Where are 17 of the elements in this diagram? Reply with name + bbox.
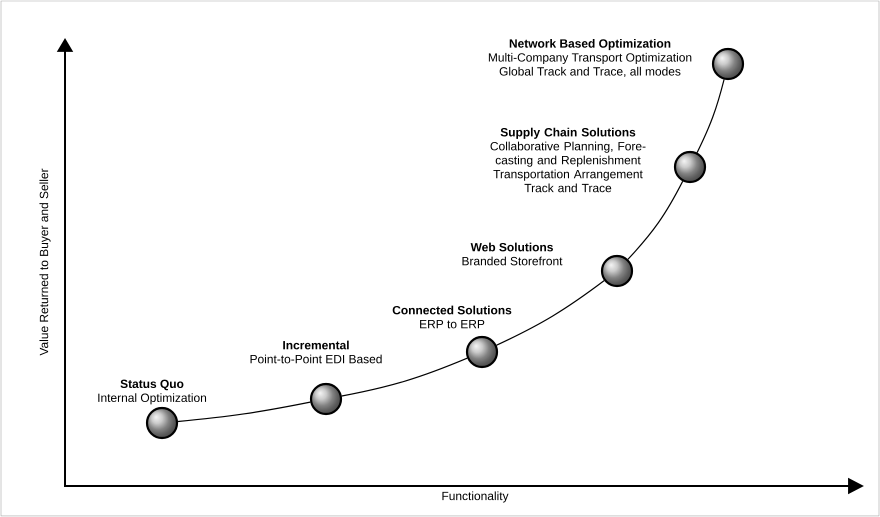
milestone-label: Connected Solutions ERP to ERP xyxy=(392,306,512,328)
node-label: Collaborative Planning, Fore-casting and Replenishment xyxy=(490,142,646,167)
growth-curve xyxy=(178,402,310,422)
milestone-label: Status Quo Internal Optimization xyxy=(98,380,206,404)
growth-curve xyxy=(696,79,725,153)
milestone-label: Incremental Point-to-Point EDI Based xyxy=(250,340,382,364)
node-label: Supply Chain Solutions xyxy=(500,128,636,139)
milestone-label: Web Solutions Branded Storefront xyxy=(462,242,562,266)
node-label: Transportation Arrangement xyxy=(493,170,643,181)
axis-label: Functionality xyxy=(442,491,509,503)
axis-label: Value Returned to Buyer and Seller xyxy=(39,168,51,356)
growth-curve xyxy=(628,181,684,260)
milestone-label: Supply Chain Solutions Collaborative Planning, Fore-casting and Replenishment Transportation Arrangement Track and Trace xyxy=(490,128,646,192)
growth-curve xyxy=(496,280,604,346)
milestone-label: Network Based Optimization Multi-Company Transport Optimization Global Track and Trace, all modes xyxy=(488,38,692,78)
node-label: Track and Trace xyxy=(524,184,612,192)
growth-curve xyxy=(342,358,468,397)
